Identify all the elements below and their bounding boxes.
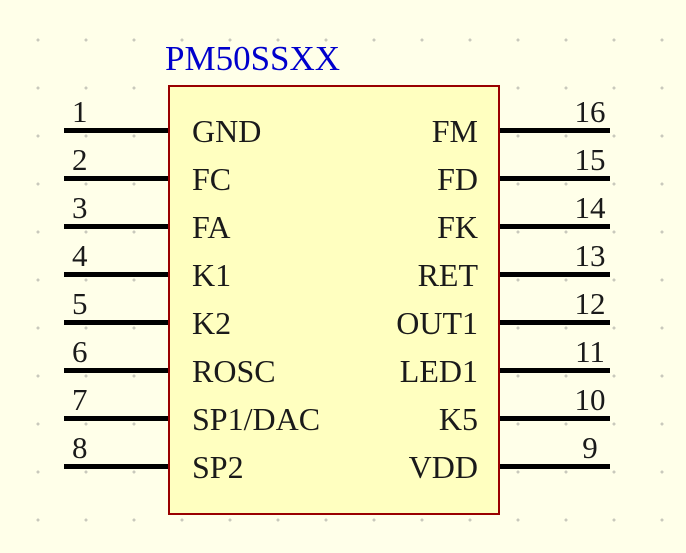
- pin-4-label: K1: [192, 257, 232, 293]
- pin-10-number: 10: [574, 382, 606, 417]
- pin-14-number: 14: [574, 190, 606, 225]
- pin-1-wire[interactable]: [64, 128, 168, 133]
- pin-9-wire[interactable]: [500, 464, 610, 469]
- pin-12-label: OUT1: [396, 305, 478, 341]
- pin-15-label: FD: [437, 161, 478, 197]
- pin-5-number: 5: [72, 286, 88, 321]
- pin-9-number: 9: [582, 430, 598, 465]
- pin-6-number: 6: [72, 334, 88, 369]
- pin-3-number: 3: [72, 190, 88, 225]
- pin-7-number: 7: [72, 382, 88, 417]
- pin-16-label: FM: [431, 113, 478, 149]
- pin-15-number: 15: [574, 142, 606, 177]
- pin-10-wire[interactable]: [500, 416, 610, 421]
- pin-8-number: 8: [72, 430, 88, 465]
- pin-3-wire[interactable]: [64, 224, 168, 229]
- pin-8-label: SP2: [192, 449, 244, 485]
- pin-8-wire[interactable]: [64, 464, 168, 469]
- pin-1-number: 1: [72, 94, 88, 129]
- pin-1-label: GND: [192, 113, 262, 149]
- pin-15-wire[interactable]: [500, 176, 610, 181]
- pin-2-wire[interactable]: [64, 176, 168, 181]
- pin-14-label: FK: [437, 209, 478, 245]
- pin-12-wire[interactable]: [500, 320, 610, 325]
- pin-12-number: 12: [574, 286, 606, 321]
- pin-6-label: ROSC: [192, 353, 276, 389]
- pin-11-number: 11: [575, 334, 605, 369]
- pin-7-wire[interactable]: [64, 416, 168, 421]
- pin-11-label: LED1: [399, 353, 478, 389]
- pin-3-label: FA: [192, 209, 231, 245]
- pin-14-wire[interactable]: [500, 224, 610, 229]
- pin-11-wire[interactable]: [500, 368, 610, 373]
- pin-13-number: 13: [574, 238, 606, 273]
- pin-9-label: VDD: [408, 449, 478, 485]
- pin-2-label: FC: [192, 161, 232, 197]
- pin-13-label: RET: [417, 257, 478, 293]
- pin-4-wire[interactable]: [64, 272, 168, 277]
- pin-5-label: K2: [192, 305, 232, 341]
- component-body[interactable]: [168, 85, 500, 515]
- component-designator-title[interactable]: PM50SSXX: [165, 39, 341, 78]
- pin-2-number: 2: [72, 142, 88, 177]
- pin-5-wire[interactable]: [64, 320, 168, 325]
- pin-16-wire[interactable]: [500, 128, 610, 133]
- pin-7-label: SP1/DAC: [192, 401, 321, 437]
- pin-16-number: 16: [574, 94, 606, 129]
- pin-6-wire[interactable]: [64, 368, 168, 373]
- pin-4-number: 4: [72, 238, 88, 273]
- pin-13-wire[interactable]: [500, 272, 610, 277]
- pin-10-label: K5: [438, 401, 478, 437]
